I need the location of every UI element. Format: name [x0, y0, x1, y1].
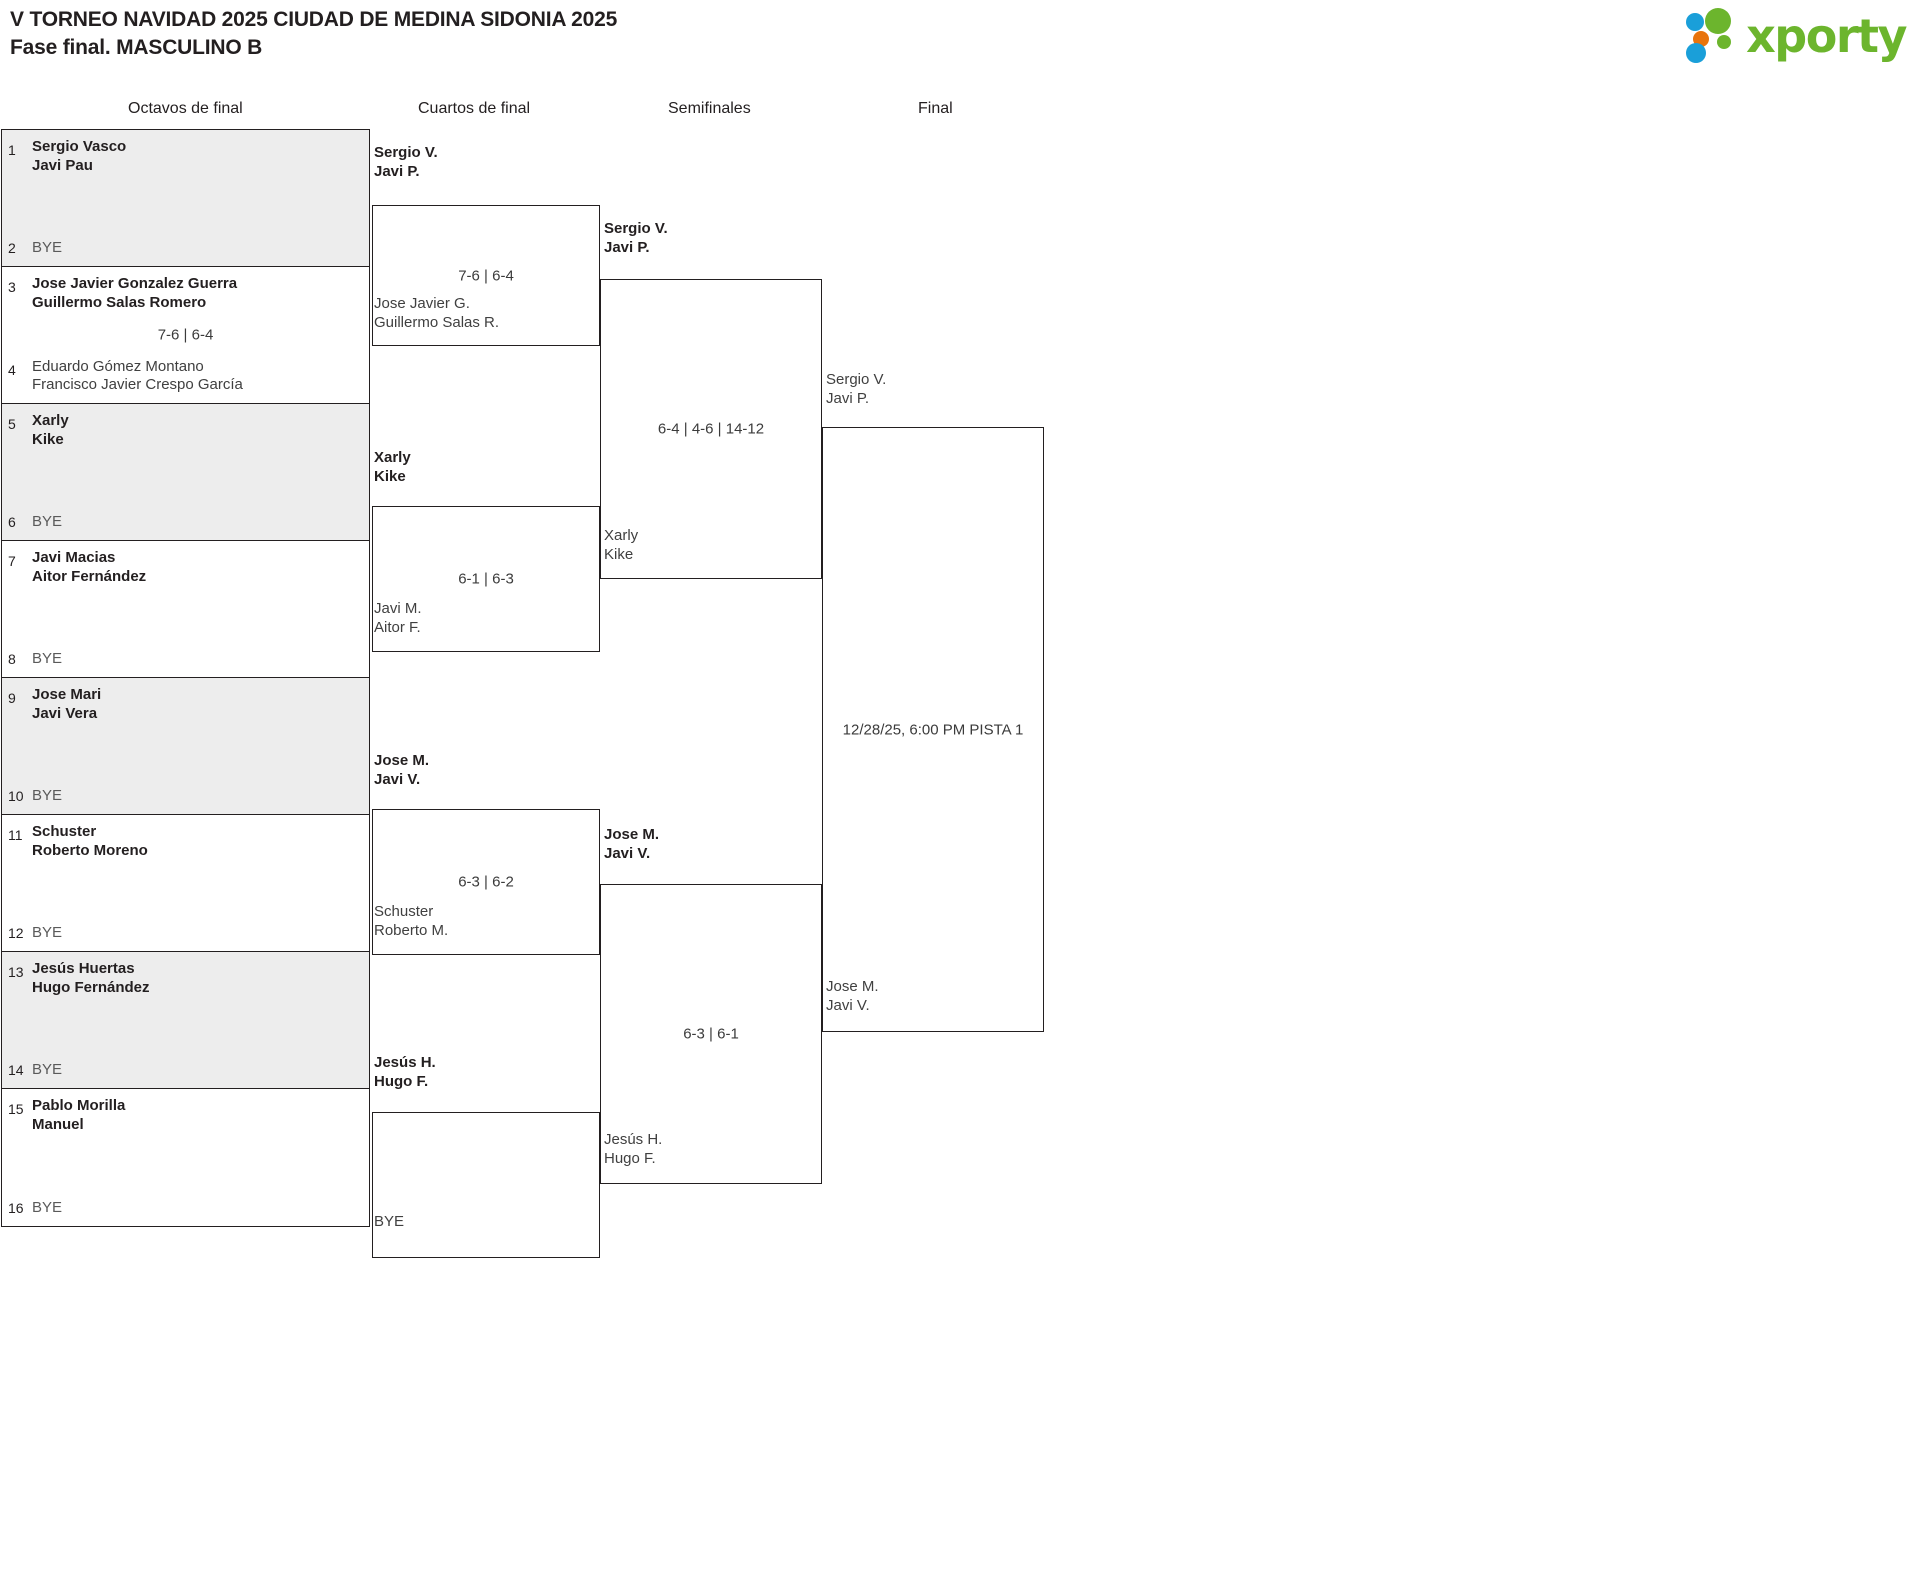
round-header-final: Final [918, 100, 953, 117]
r1-match-7[interactable]: 13 Jesús Huertas Hugo Fernández 14 BYE [2, 952, 369, 1089]
qf4-match-box[interactable] [372, 1112, 600, 1258]
r1-slot-top[interactable]: 15 Pablo Morilla Manuel [2, 1097, 369, 1135]
sf1-loser-label: Xarly Kike [604, 527, 639, 563]
page-title: V TORNEO NAVIDAD 2025 CIUDAD DE MEDINA S… [10, 6, 617, 63]
round-header-octavos: Octavos de final [128, 100, 243, 117]
qf4-bye-label: BYE [374, 1213, 405, 1230]
seed-number: 9 [8, 690, 16, 706]
seed-number: 16 [8, 1200, 24, 1217]
sf1-score: 6-4 | 4-6 | 14-12 [657, 420, 765, 438]
tournament-phase: Fase final. MASCULINO B [10, 36, 263, 60]
r1-slot-bottom[interactable]: 14 BYE [2, 1058, 369, 1080]
tournament-name: V TORNEO NAVIDAD 2025 CIUDAD DE MEDINA S… [10, 8, 618, 31]
team-name: Jose Mari Javi Vera [32, 686, 102, 722]
r1-slot-top[interactable]: 7 Javi Macias Aitor Fernández [2, 549, 369, 587]
final-match-box[interactable]: 12/28/25, 6:00 PM PISTA 1 [822, 427, 1044, 1032]
xporty-logo[interactable]: xporty [1676, 6, 1907, 66]
seed-number: 4 [8, 361, 16, 378]
qf3-match-box[interactable]: 6-3 | 6-2 [372, 809, 600, 955]
r1-match-2[interactable]: 3 Jose Javier Gonzalez Guerra Guillermo … [2, 267, 369, 404]
seed-number: 3 [8, 279, 16, 295]
seed-number: 11 [8, 827, 23, 843]
seed-number: 15 [8, 1101, 24, 1117]
seed-number: 7 [8, 553, 16, 569]
sf2-winner-label: Jose M. Javi V. [604, 826, 660, 862]
xporty-dots-icon [1686, 8, 1732, 63]
r1-slot-bottom[interactable]: 16 BYE [2, 1196, 369, 1218]
seed-number: 8 [8, 651, 16, 668]
round-header-cuartos: Cuartos de final [418, 100, 531, 117]
qf2-score: 6-1 | 6-3 [458, 570, 514, 588]
team-name: BYE [32, 787, 63, 805]
qf1-loser-label: Jose Javier G. Guillermo Salas R. [374, 295, 500, 331]
team-name: Javi Macias Aitor Fernández [32, 549, 147, 585]
sf2-loser-label: Jesús H. Hugo F. [604, 1131, 663, 1167]
r1-slot-top[interactable]: 5 Xarly Kike [2, 412, 369, 450]
r1-match-8[interactable]: 15 Pablo Morilla Manuel 16 BYE [2, 1089, 369, 1226]
team-name: Xarly Kike [32, 412, 69, 448]
seed-number: 5 [8, 416, 16, 432]
qf3-loser-label: Schuster Roberto M. [374, 903, 449, 939]
r1-slot-bottom[interactable]: 6 BYE [2, 510, 369, 532]
qf3-score: 6-3 | 6-2 [458, 873, 514, 891]
team-name: BYE [32, 513, 63, 531]
team-name: BYE [32, 650, 63, 668]
seed-number: 6 [8, 514, 16, 531]
team-name: Jesús Huertas Hugo Fernández [32, 960, 150, 996]
seed-number: 10 [8, 788, 24, 805]
sf1-winner-label: Sergio V. Javi P. [604, 220, 668, 256]
r1-slot-top[interactable]: 13 Jesús Huertas Hugo Fernández [2, 960, 369, 998]
r1-slot-bottom[interactable]: 10 BYE [2, 784, 369, 806]
seed-number: 1 [8, 142, 16, 158]
r1-slot-top[interactable]: 9 Jose Mari Javi Vera [2, 686, 369, 724]
team-name: BYE [32, 239, 63, 257]
qf2-loser-label: Javi M. Aitor F. [374, 600, 422, 636]
seed-number: 14 [8, 1062, 24, 1079]
r1-match-6[interactable]: 11 Schuster Roberto Moreno 12 BYE [2, 815, 369, 952]
r1-slot-top[interactable]: 11 Schuster Roberto Moreno [2, 823, 369, 861]
qf3-winner-label: Jose M. Javi V. [374, 752, 430, 788]
sf2-match-box[interactable]: 6-3 | 6-1 [600, 884, 822, 1184]
r1-score: 7-6 | 6-4 [157, 326, 214, 344]
r1-slot-top[interactable]: 3 Jose Javier Gonzalez Guerra Guillermo … [2, 275, 369, 313]
team-name: Eduardo Gómez Montano Francisco Javier C… [32, 357, 243, 394]
team-name: Pablo Morilla Manuel [32, 1097, 126, 1133]
seed-number: 13 [8, 964, 24, 980]
round1-column: 1 Sergio Vasco Javi Pau 2 BYE 3 Jose Jav… [1, 129, 370, 1227]
final-bottom-label: Jose M. Javi V. [826, 978, 879, 1014]
team-name: BYE [32, 1199, 63, 1217]
seed-number: 12 [8, 925, 24, 942]
team-name: Jose Javier Gonzalez Guerra Guillermo Sa… [32, 275, 238, 311]
qf2-match-box[interactable]: 6-1 | 6-3 [372, 506, 600, 652]
sf2-score: 6-3 | 6-1 [683, 1025, 739, 1043]
r1-slot-top[interactable]: 1 Sergio Vasco Javi Pau [2, 138, 369, 176]
r1-match-3[interactable]: 5 Xarly Kike 6 BYE [2, 404, 369, 541]
r1-slot-bottom[interactable]: 12 BYE [2, 921, 369, 943]
final-top-label: Sergio V. Javi P. [826, 371, 887, 407]
r1-slot-bottom[interactable]: 8 BYE [2, 647, 369, 669]
qf4-winner-label: Jesús H. Hugo F. [374, 1054, 436, 1090]
r1-match-1[interactable]: 1 Sergio Vasco Javi Pau 2 BYE [2, 130, 369, 267]
team-name: BYE [32, 1061, 63, 1079]
xporty-wordmark: xporty [1746, 9, 1907, 63]
qf1-winner-label: Sergio V. Javi P. [374, 144, 438, 180]
seed-number: 2 [8, 240, 16, 257]
final-schedule: 12/28/25, 6:00 PM PISTA 1 [842, 721, 1024, 738]
qf1-score: 7-6 | 6-4 [458, 267, 514, 284]
sf1-match-box[interactable]: 6-4 | 4-6 | 14-12 [600, 279, 822, 579]
r1-slot-bottom[interactable]: 2 BYE [2, 236, 369, 258]
r1-match-5[interactable]: 9 Jose Mari Javi Vera 10 BYE [2, 678, 369, 815]
r1-slot-bottom[interactable]: 4 Eduardo Gómez Montano Francisco Javier… [2, 358, 369, 396]
team-name: Sergio Vasco Javi Pau [32, 138, 127, 174]
qf1-match-box[interactable]: 7-6 | 6-4 [372, 205, 600, 346]
team-name: BYE [32, 924, 63, 942]
round-header-semifinales: Semifinales [668, 100, 751, 117]
r1-match-4[interactable]: 7 Javi Macias Aitor Fernández 8 BYE [2, 541, 369, 678]
team-name: Schuster Roberto Moreno [32, 823, 148, 859]
qf2-winner-label: Xarly Kike [374, 449, 411, 485]
